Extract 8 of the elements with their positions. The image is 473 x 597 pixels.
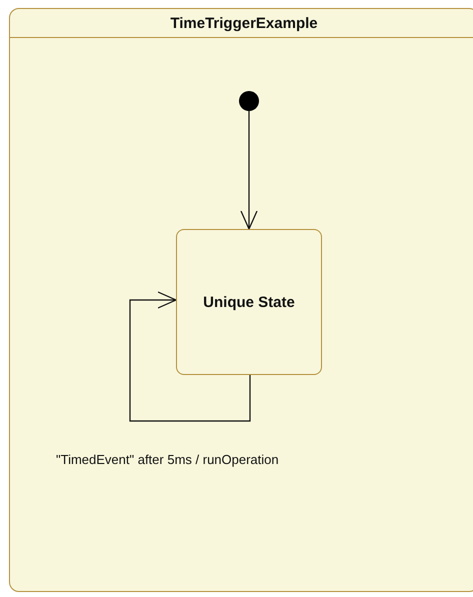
state-box [176,229,322,375]
frame-title: TimeTriggerExample [169,15,319,32]
edge-label: "TimedEvent" after 5ms / runOperation [56,452,279,467]
transition-arrow [129,291,251,422]
initial-state-dot [239,91,259,111]
transition-arrow [240,111,258,230]
state-name: Unique State [203,294,295,310]
state-machine-frame [9,8,473,592]
